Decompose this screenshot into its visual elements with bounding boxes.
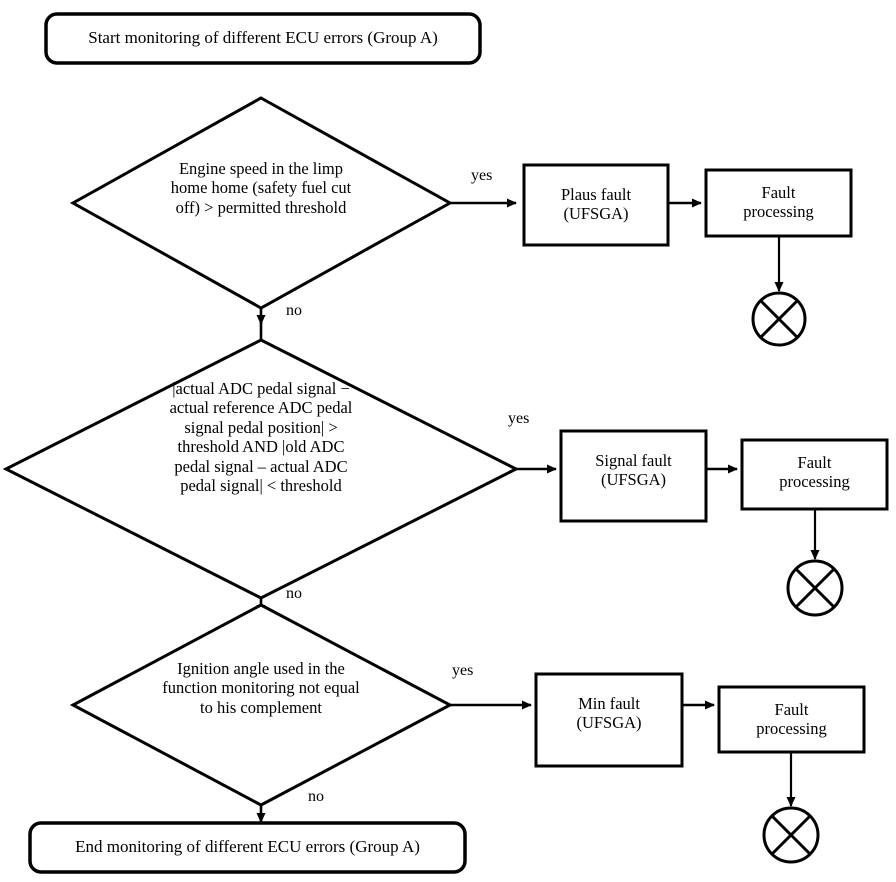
- fault-processing-2-box[interactable]: [742, 440, 887, 509]
- fault-processing-1-label: Fault processing: [743, 183, 814, 222]
- end-marker-1-x-stroke-b: [759, 299, 799, 339]
- end-marker-1[interactable]: [753, 293, 805, 345]
- decision-adc-pedal-signal-no-label: no: [286, 585, 302, 602]
- end-marker-3-x-stroke-b: [770, 814, 812, 856]
- start-terminator-shape: [44, 12, 482, 65]
- decision-adc-pedal-signal-yes-label: yes: [508, 410, 530, 427]
- fault-plaus-box[interactable]: [524, 165, 668, 245]
- fault-min-shape: [534, 672, 684, 768]
- fault-plaus-label: Plaus fault (UFSGA): [560, 185, 632, 224]
- fault-signal-shape: [559, 429, 708, 523]
- fault-min-box[interactable]: [536, 674, 682, 766]
- fault-min-label: Min fault (UFSGA): [576, 694, 642, 733]
- decision-engine-speed-yes-label: yes: [471, 167, 493, 184]
- end-marker-2[interactable]: [788, 561, 842, 615]
- fault-processing-3-label: Fault processing: [756, 700, 827, 739]
- start-terminator-label: Start monitoring of different ECU errors…: [88, 28, 438, 47]
- fault-processing-3-box[interactable]: [719, 687, 864, 752]
- end-marker-3[interactable]: [764, 808, 818, 862]
- decision-ignition-angle[interactable]: [73, 605, 450, 805]
- decision-ignition-angle-no-label: no: [308, 788, 324, 805]
- end-marker-2-x-stroke-b: [794, 567, 836, 609]
- decision-ignition-angle-yes-label: yes: [452, 662, 474, 679]
- decision-engine-speed-label: Engine speed in the limp home home (safe…: [170, 159, 352, 217]
- fault-signal-label: Signal fault (UFSGA): [595, 451, 672, 490]
- end-terminator[interactable]: [30, 823, 465, 872]
- fault-plaus-shape: [522, 163, 670, 247]
- start-terminator[interactable]: [46, 14, 480, 63]
- end-terminator-shape: [28, 821, 467, 874]
- fault-processing-2-label: Fault processing: [779, 453, 850, 492]
- decision-adc-pedal-signal[interactable]: [6, 340, 516, 598]
- fault-processing-1-box[interactable]: [706, 170, 851, 236]
- decision-adc-pedal-signal-label: |actual ADC pedal signal − actual refere…: [169, 379, 353, 496]
- decision-engine-speed[interactable]: [73, 98, 450, 308]
- end-terminator-label: End monitoring of different ECU errors (…: [75, 837, 420, 856]
- decision-engine-speed-no-label: no: [286, 302, 302, 319]
- decision-ignition-angle-label: Ignition angle used in the function moni…: [162, 659, 360, 717]
- fault-signal-box[interactable]: [561, 431, 706, 521]
